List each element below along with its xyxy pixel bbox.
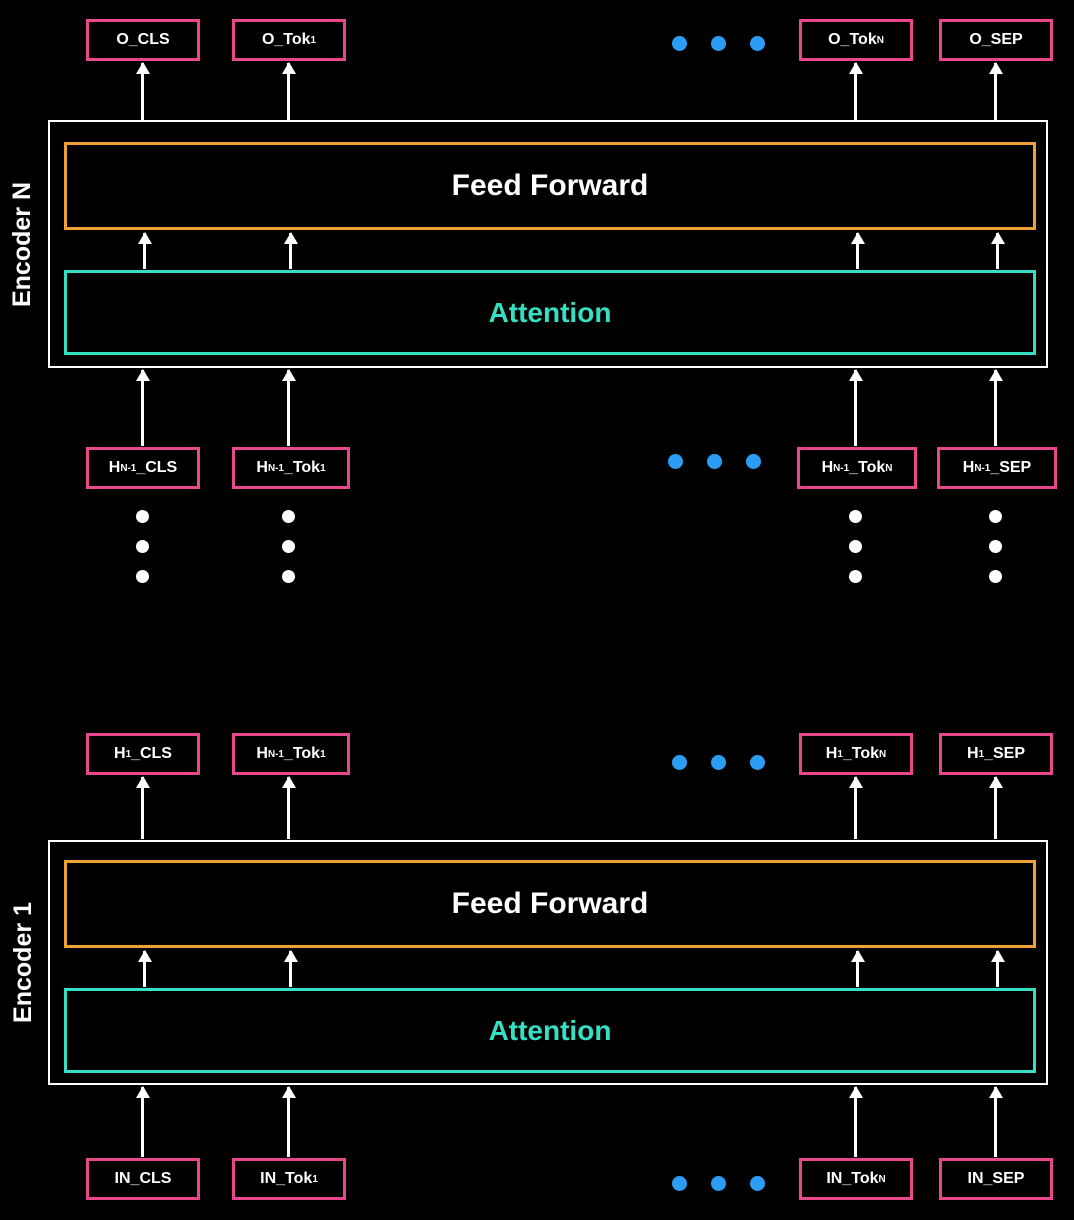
dot-icon <box>750 755 765 770</box>
attention-box-encoder-1: Attention <box>64 988 1036 1073</box>
arrow-up <box>283 950 298 987</box>
arrow-up <box>281 1086 296 1157</box>
dot-icon <box>746 454 761 469</box>
arrow-up <box>848 1086 863 1157</box>
arrow-up <box>281 776 296 839</box>
arrow-up <box>848 62 863 120</box>
arrow-up <box>283 232 298 269</box>
vertical-dots-sep-column <box>989 510 1002 583</box>
dot-icon <box>711 755 726 770</box>
arrow-up <box>990 232 1005 269</box>
dot-icon <box>711 36 726 51</box>
dot-icon <box>849 510 862 523</box>
attention-label: Attention <box>488 1014 612 1046</box>
feed-forward-label: Feed Forward <box>451 887 649 920</box>
dot-icon <box>989 570 1002 583</box>
dot-icon <box>282 540 295 553</box>
arrow-up <box>990 950 1005 987</box>
token-box-in-sep: IN_SEP <box>939 1158 1053 1200</box>
feed-forward-box-encoder-1: Feed Forward <box>64 860 1036 948</box>
ellipsis-dots-hidden-upper-row <box>668 454 761 469</box>
token-box-o-cls: O_CLS <box>86 19 200 61</box>
arrow-up <box>850 232 865 269</box>
dot-icon <box>282 510 295 523</box>
token-box-in-cls: IN_CLS <box>86 1158 200 1200</box>
ellipsis-dots-hidden-lower-row <box>672 755 765 770</box>
dot-icon <box>989 540 1002 553</box>
encoder-1-block: Feed Forward Attention <box>48 840 1048 1085</box>
vertical-dots-cls-column <box>136 510 149 583</box>
arrow-up <box>137 950 152 987</box>
vertical-dots-tokn-column <box>849 510 862 583</box>
encoder-n-label-text: Encoder N <box>8 181 37 307</box>
arrow-up <box>988 369 1003 446</box>
dot-icon <box>707 454 722 469</box>
arrow-up <box>137 232 152 269</box>
dot-icon <box>849 540 862 553</box>
arrow-up <box>850 950 865 987</box>
arrow-up <box>988 776 1003 839</box>
dot-icon <box>282 570 295 583</box>
attention-label: Attention <box>488 296 612 328</box>
arrow-up <box>135 1086 150 1157</box>
dot-icon <box>750 1176 765 1191</box>
dot-icon <box>136 510 149 523</box>
arrow-up <box>135 62 150 120</box>
dot-icon <box>989 510 1002 523</box>
feed-forward-box-encoder-n: Feed Forward <box>64 142 1036 230</box>
ellipsis-dots-input-row <box>672 1176 765 1191</box>
encoder-n-block: Feed Forward Attention <box>48 120 1048 368</box>
dot-icon <box>849 570 862 583</box>
token-box-o-sep: O_SEP <box>939 19 1053 61</box>
dot-icon <box>750 36 765 51</box>
dot-icon <box>136 540 149 553</box>
arrow-up <box>988 1086 1003 1157</box>
dot-icon <box>668 454 683 469</box>
dot-icon <box>672 36 687 51</box>
arrow-up <box>988 62 1003 120</box>
encoder-1-side-label: Encoder 1 <box>0 840 46 1085</box>
arrow-up <box>281 62 296 120</box>
dot-icon <box>672 755 687 770</box>
ellipsis-dots-output-row <box>672 36 765 51</box>
arrow-up <box>848 776 863 839</box>
arrow-up <box>135 776 150 839</box>
dot-icon <box>711 1176 726 1191</box>
vertical-dots-tok1-column <box>282 510 295 583</box>
arrow-up <box>281 369 296 446</box>
dot-icon <box>672 1176 687 1191</box>
arrow-up <box>848 369 863 446</box>
encoder-1-label-text: Encoder 1 <box>8 902 37 1023</box>
feed-forward-label: Feed Forward <box>451 169 649 202</box>
encoder-n-side-label: Encoder N <box>0 120 46 368</box>
attention-box-encoder-n: Attention <box>64 270 1036 355</box>
arrow-up <box>135 369 150 446</box>
dot-icon <box>136 570 149 583</box>
